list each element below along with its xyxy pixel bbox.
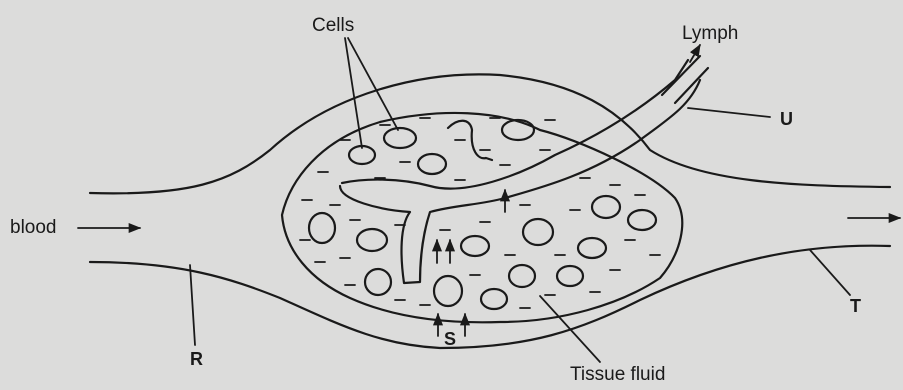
- label-tissue-fluid: Tissue fluid: [570, 365, 665, 384]
- cell: [357, 229, 387, 251]
- capillary-top-wall: [90, 74, 890, 193]
- cell: [384, 128, 416, 148]
- label-t: T: [850, 297, 861, 315]
- lymph-flow-arrow: [690, 45, 700, 62]
- label-lymph: Lymph: [682, 24, 738, 43]
- cell: [365, 269, 391, 295]
- lymph-vessel-wall-lower: [340, 80, 700, 283]
- cell: [309, 213, 335, 243]
- tissue-fluid-pointer-line: [540, 296, 600, 362]
- cell: [592, 196, 620, 218]
- cell: [434, 276, 462, 306]
- cell: [418, 154, 446, 174]
- capillary-bottom-wall: [90, 246, 890, 348]
- t-pointer-line: [810, 250, 850, 295]
- cell: [509, 265, 535, 287]
- tissue-region-outline: [282, 113, 682, 322]
- cell: [461, 236, 489, 256]
- label-blood: blood: [10, 218, 57, 237]
- cells-pointer-line-2: [348, 38, 398, 130]
- r-pointer-line: [190, 265, 195, 345]
- cell: [578, 238, 606, 258]
- cell: [502, 120, 534, 140]
- tissue-fluid-dashes: [300, 118, 660, 308]
- label-cells: Cells: [312, 16, 354, 35]
- label-s: S: [444, 330, 456, 348]
- cell: [628, 210, 656, 230]
- u-pointer-line: [688, 108, 770, 117]
- cell: [481, 289, 507, 309]
- cell: [523, 219, 553, 245]
- label-r: R: [190, 350, 203, 368]
- cell: [557, 266, 583, 286]
- label-u: U: [780, 110, 793, 128]
